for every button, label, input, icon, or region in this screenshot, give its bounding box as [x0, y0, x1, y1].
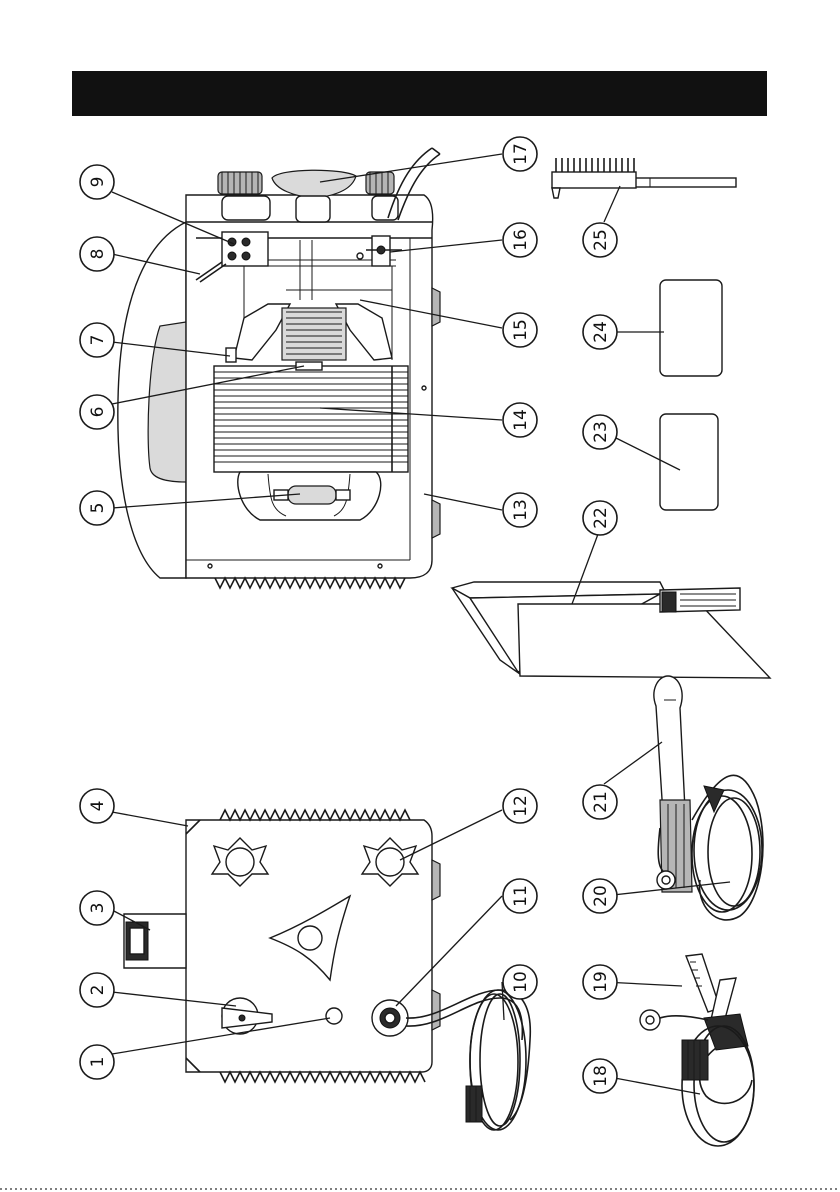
callout-4: 4	[80, 789, 114, 823]
callout-10: 10	[503, 965, 537, 999]
svg-text:2: 2	[88, 985, 108, 996]
vent-teeth-bottom-front	[220, 1072, 425, 1082]
callout-17: 17	[503, 137, 537, 171]
callout-15: 15	[503, 313, 537, 347]
callout-23: 23	[583, 415, 617, 449]
svg-text:15: 15	[511, 319, 531, 341]
callout-9: 9	[80, 165, 114, 199]
callout-13: 13	[503, 493, 537, 527]
callout-5: 5	[80, 491, 114, 525]
svg-text:11: 11	[511, 885, 531, 907]
chipping-hammer-brush	[552, 158, 736, 198]
svg-text:16: 16	[511, 229, 531, 251]
callout-25: 25	[583, 223, 617, 257]
vent-teeth-top	[220, 810, 410, 820]
callout-12: 12	[503, 789, 537, 823]
welder-inside-view	[118, 148, 440, 588]
svg-text:18: 18	[591, 1065, 611, 1087]
foot-lower	[432, 500, 440, 538]
svg-text:25: 25	[591, 229, 611, 251]
callout-18: 18	[583, 1059, 617, 1093]
callout-14: 14	[503, 403, 537, 437]
svg-text:22: 22	[591, 507, 611, 529]
welder-front-panel	[124, 810, 530, 1130]
svg-text:9: 9	[88, 177, 108, 188]
callout-11: 11	[503, 879, 537, 913]
callout-19: 19	[583, 965, 617, 999]
callout-21: 21	[583, 785, 617, 819]
electrode-holder-cable	[654, 676, 763, 920]
svg-text:17: 17	[511, 143, 531, 165]
callout-3: 3	[80, 891, 114, 925]
callout-16: 16	[503, 223, 537, 257]
svg-text:5: 5	[88, 503, 108, 514]
svg-text:24: 24	[591, 321, 611, 343]
svg-text:13: 13	[511, 499, 531, 521]
svg-text:7: 7	[88, 335, 108, 346]
svg-text:23: 23	[591, 421, 611, 443]
callout-22: 22	[583, 501, 617, 535]
svg-text:12: 12	[511, 795, 531, 817]
callout-24: 24	[583, 315, 617, 349]
protective-glass-dark	[660, 280, 722, 376]
svg-text:10: 10	[511, 971, 531, 993]
svg-text:1: 1	[88, 1057, 108, 1068]
svg-text:14: 14	[511, 409, 531, 431]
work-clamp-cable	[640, 954, 754, 1146]
foot-upper	[432, 288, 440, 326]
callout-1: 1	[80, 1045, 114, 1079]
svg-text:6: 6	[88, 407, 108, 418]
output-terminal-knob-left	[218, 172, 270, 220]
welding-mask	[452, 582, 770, 678]
svg-text:19: 19	[591, 971, 611, 993]
callout-20: 20	[583, 879, 617, 913]
protective-glass-clear	[660, 414, 718, 510]
header-bar	[72, 71, 767, 116]
svg-text:3: 3	[88, 903, 108, 914]
callout-7: 7	[80, 323, 114, 357]
handle-stub	[124, 914, 186, 968]
svg-text:4: 4	[88, 801, 108, 812]
callout-6: 6	[80, 395, 114, 429]
svg-text:20: 20	[591, 885, 611, 907]
cable-gland	[372, 1000, 408, 1036]
vent-teeth-bottom	[215, 578, 405, 588]
svg-text:8: 8	[88, 249, 108, 260]
callout-2: 2	[80, 973, 114, 1007]
svg-text:21: 21	[591, 791, 611, 813]
callout-8: 8	[80, 237, 114, 271]
power-indicator	[326, 1008, 342, 1024]
cooling-fan	[238, 472, 381, 520]
